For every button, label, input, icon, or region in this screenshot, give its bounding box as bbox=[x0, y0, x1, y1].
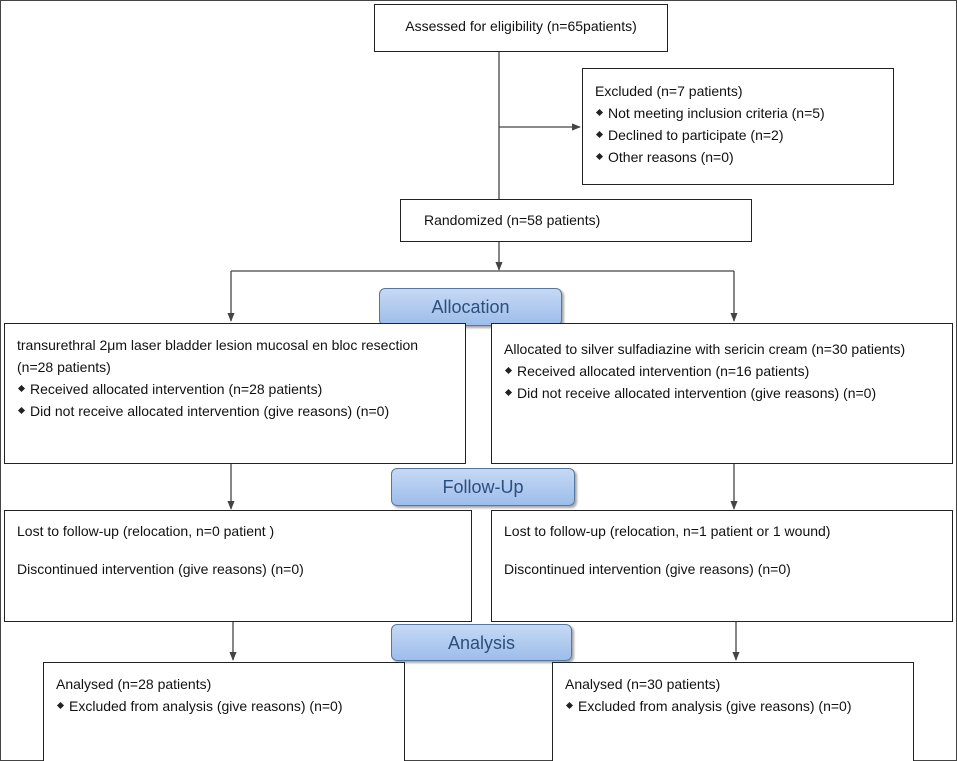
excluded-title: Excluded (n=7 patients) bbox=[595, 83, 743, 99]
excluded-item: Not meeting inclusion criteria (n=5) bbox=[595, 102, 883, 124]
analysis-left-title: Analysed (n=28 patients) bbox=[56, 676, 212, 692]
allocation-left-item: Did not receive allocated intervention (… bbox=[17, 400, 457, 422]
stage-followup: Follow-Up bbox=[391, 468, 575, 506]
followup-right-box: Lost to follow-up (relocation, n=1 patie… bbox=[491, 510, 953, 622]
assessed-box: Assessed for eligibility (n=65patients) bbox=[374, 4, 668, 52]
stage-analysis: Analysis bbox=[391, 624, 572, 661]
randomized-label: Randomized (n=58 patients) bbox=[424, 212, 601, 228]
assessed-label: Assessed for eligibility (n=65patients) bbox=[405, 18, 637, 34]
followup-left-box: Lost to follow-up (relocation, n=0 patie… bbox=[4, 510, 472, 622]
analysis-right-item: Excluded from analysis (give reasons) (n… bbox=[565, 695, 905, 717]
allocation-right-title: Allocated to silver sulfadiazine with se… bbox=[504, 341, 906, 357]
analysis-left-item: Excluded from analysis (give reasons) (n… bbox=[56, 695, 396, 717]
stage-allocation: Allocation bbox=[379, 288, 562, 326]
allocation-right-item: Did not receive allocated intervention (… bbox=[504, 382, 944, 404]
excluded-item: Other reasons (n=0) bbox=[595, 146, 883, 168]
allocation-left-box: transurethral 2μm laser bladder lesion m… bbox=[4, 323, 466, 464]
excluded-box: Excluded (n=7 patients) Not meeting incl… bbox=[582, 68, 894, 185]
allocation-left-item: Received allocated intervention (n=28 pa… bbox=[17, 378, 457, 400]
analysis-left-box: Analysed (n=28 patients) Excluded from a… bbox=[43, 662, 405, 761]
allocation-right-item: Received allocated intervention (n=16 pa… bbox=[504, 360, 944, 382]
followup-left-lost: Lost to follow-up (relocation, n=0 patie… bbox=[17, 523, 275, 539]
followup-right-discontinued: Discontinued intervention (give reasons)… bbox=[504, 561, 791, 577]
analysis-right-box: Analysed (n=30 patients) Excluded from a… bbox=[552, 662, 914, 761]
followup-right-lost: Lost to follow-up (relocation, n=1 patie… bbox=[504, 523, 831, 539]
analysis-right-title: Analysed (n=30 patients) bbox=[565, 676, 721, 692]
excluded-item: Declined to participate (n=2) bbox=[595, 124, 883, 146]
allocation-left-title: transurethral 2μm laser bladder lesion m… bbox=[17, 337, 419, 375]
allocation-right-box: Allocated to silver sulfadiazine with se… bbox=[491, 323, 953, 464]
randomized-box: Randomized (n=58 patients) bbox=[400, 199, 752, 242]
followup-left-discontinued: Discontinued intervention (give reasons)… bbox=[17, 561, 304, 577]
